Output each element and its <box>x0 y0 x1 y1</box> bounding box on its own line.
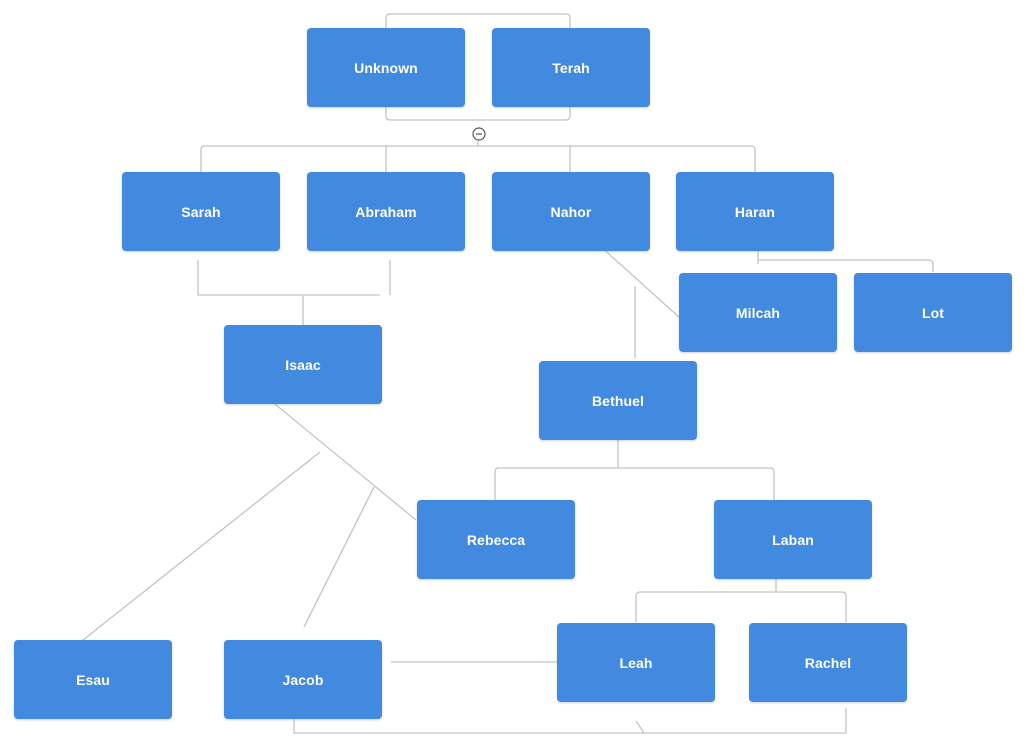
collapse-minus-icon[interactable] <box>472 127 486 141</box>
node-terah[interactable]: Terah <box>492 28 650 107</box>
node-rebecca[interactable]: Rebecca <box>417 500 575 579</box>
connector-laban-children <box>635 576 847 622</box>
node-haran[interactable]: Haran <box>676 172 834 251</box>
connector-unknown-terah-top <box>385 13 571 28</box>
connector-unknown-terah-bottom <box>385 106 571 121</box>
connector-isaac-rebecca <box>269 399 417 521</box>
node-label: Isaac <box>285 356 321 373</box>
node-label: Rebecca <box>466 531 526 548</box>
node-unknown[interactable]: Unknown <box>307 28 465 107</box>
node-isaac[interactable]: Isaac <box>224 325 382 404</box>
connector-to-jacob <box>303 486 375 628</box>
node-sarah[interactable]: Sarah <box>122 172 280 251</box>
connector-nahor-milcah <box>599 245 681 319</box>
node-label: Laban <box>772 531 814 548</box>
node-label: Leah <box>619 654 653 671</box>
connector-bethuel-children <box>494 440 775 500</box>
node-nahor[interactable]: Nahor <box>492 172 650 251</box>
connector-terah-children-bus <box>200 145 756 172</box>
node-esau[interactable]: Esau <box>14 640 172 719</box>
connector-haran-children <box>757 250 934 272</box>
node-label: Terah <box>552 59 590 76</box>
node-label: Esau <box>76 671 110 688</box>
node-rachel[interactable]: Rachel <box>749 623 907 702</box>
node-label: Nahor <box>550 203 592 220</box>
connector-sarah-abraham <box>197 260 391 296</box>
node-jacob[interactable]: Jacob <box>224 640 382 719</box>
node-leah[interactable]: Leah <box>557 623 715 702</box>
node-label: Bethuel <box>591 392 645 409</box>
node-label: Jacob <box>282 671 324 688</box>
node-label: Abraham <box>355 203 417 220</box>
node-milcah[interactable]: Milcah <box>679 273 837 352</box>
connector-to-esau <box>77 451 321 645</box>
node-lot[interactable]: Lot <box>854 273 1012 352</box>
node-label: Rachel <box>804 654 852 671</box>
node-label: Haran <box>734 203 776 220</box>
node-label: Unknown <box>354 59 418 76</box>
node-label: Milcah <box>735 304 781 321</box>
node-abraham[interactable]: Abraham <box>307 172 465 251</box>
node-laban[interactable]: Laban <box>714 500 872 579</box>
node-label: Lot <box>921 304 945 321</box>
node-bethuel[interactable]: Bethuel <box>539 361 697 440</box>
connector-jacob-rachel <box>293 708 847 734</box>
node-label: Sarah <box>181 203 221 220</box>
